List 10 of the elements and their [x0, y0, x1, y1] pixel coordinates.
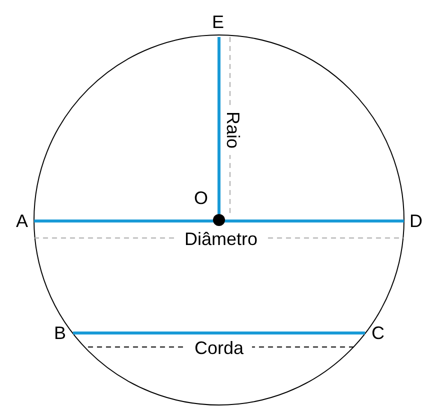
line-segment [73, 332, 365, 334]
point-label: A [10, 208, 34, 234]
center-point [213, 214, 225, 226]
point-label: C [365, 320, 391, 346]
point-label: O [192, 187, 209, 210]
point-label: D [404, 208, 428, 234]
line-segment [34, 220, 404, 222]
point-label: E [207, 6, 229, 37]
point-label: B [47, 320, 73, 346]
line-segment [218, 37, 220, 214]
